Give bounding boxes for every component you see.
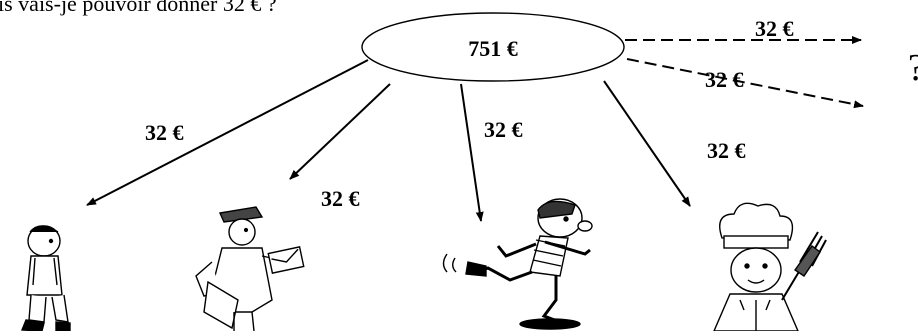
- remaining-label-1: 32 €: [755, 16, 794, 41]
- share-label-postman: 32 €: [321, 186, 360, 211]
- share-arrow-runner: [460, 83, 484, 222]
- share-arrow-chef: [603, 80, 691, 207]
- chef-figure: [712, 202, 827, 332]
- total-ellipse: [361, 12, 625, 82]
- question-text: is vais-je pouvoir donner 32 € ?: [0, 0, 277, 16]
- total-label: 751 €: [468, 36, 518, 61]
- share-arrow-boy: [86, 59, 369, 206]
- runner-figure: [442, 198, 593, 330]
- share-label-runner: 32 €: [484, 117, 523, 142]
- remaining-label-2: 32 €: [705, 67, 744, 92]
- share-label-chef: 32 €: [707, 138, 746, 163]
- share-label-boy: 32 €: [145, 120, 184, 145]
- unknown-count-mark: ?: [908, 46, 918, 90]
- share-arrow-postman: [289, 83, 391, 180]
- boy-figure: [20, 225, 71, 332]
- postman-figure: [195, 206, 305, 332]
- remaining-arrow-2: [626, 58, 864, 109]
